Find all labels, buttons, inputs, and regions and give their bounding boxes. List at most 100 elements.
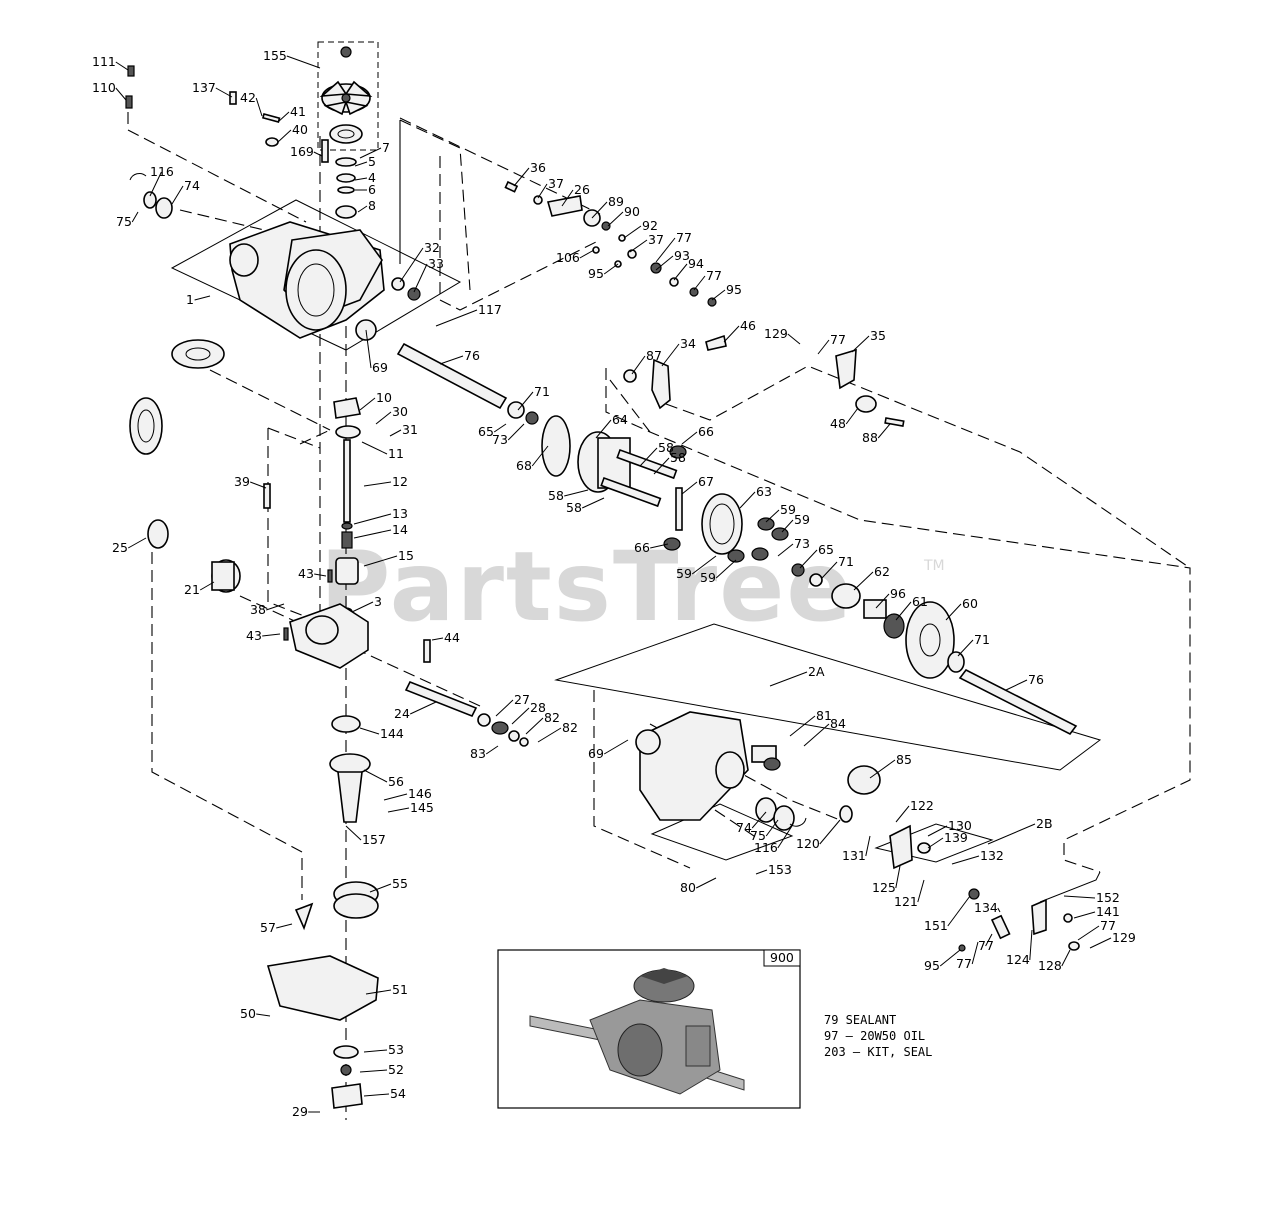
callout-c77f: 77 bbox=[956, 956, 972, 971]
callout-c75a: 75 bbox=[116, 214, 132, 229]
leader-line bbox=[869, 759, 896, 779]
callout-c152: 152 bbox=[1096, 890, 1120, 905]
callout-c155: 155 bbox=[263, 48, 287, 63]
leader-line bbox=[171, 185, 184, 205]
callout-c125: 125 bbox=[872, 880, 896, 895]
note-seal-kit: 203 — KIT, SEAL bbox=[824, 1045, 932, 1059]
leader-line bbox=[517, 391, 534, 411]
leader-line bbox=[695, 877, 717, 889]
center-section bbox=[211, 559, 431, 669]
leader-line bbox=[375, 411, 392, 425]
callout-c43b: 43 bbox=[246, 628, 262, 643]
callout-c36: 36 bbox=[530, 160, 546, 175]
callout-c89: 89 bbox=[608, 194, 624, 209]
callout-c25: 25 bbox=[112, 540, 128, 555]
callout-c71c: 71 bbox=[974, 632, 990, 647]
callout-c110: 110 bbox=[92, 80, 116, 95]
callout-c69a: 69 bbox=[372, 360, 388, 375]
leader-line bbox=[564, 489, 589, 497]
leader-line bbox=[629, 239, 648, 253]
callout-c59c: 59 bbox=[676, 566, 692, 581]
upper-housing bbox=[229, 221, 385, 339]
callout-c129a: 129 bbox=[764, 326, 788, 341]
callout-c4: 4 bbox=[368, 170, 376, 185]
callout-c71b: 71 bbox=[838, 554, 854, 569]
callout-c71a: 71 bbox=[534, 384, 550, 399]
leader-line bbox=[691, 555, 717, 575]
callout-c77a: 77 bbox=[676, 230, 692, 245]
callout-c76b: 76 bbox=[1028, 672, 1044, 687]
leader-line bbox=[603, 263, 619, 275]
leader-line bbox=[353, 513, 392, 525]
callout-c52: 52 bbox=[388, 1062, 404, 1077]
callout-c42: 42 bbox=[240, 90, 256, 105]
callout-c131: 131 bbox=[842, 848, 866, 863]
callout-c50: 50 bbox=[240, 1006, 256, 1021]
leader-line bbox=[537, 727, 562, 743]
callout-c53: 53 bbox=[388, 1042, 404, 1057]
leader-line bbox=[127, 537, 147, 549]
leader-line bbox=[351, 601, 374, 613]
leader-line bbox=[650, 543, 669, 549]
leader-line bbox=[723, 325, 740, 343]
leader-line bbox=[607, 211, 624, 227]
callout-c61: 61 bbox=[912, 594, 928, 609]
leader-line bbox=[787, 333, 801, 345]
leader-line bbox=[927, 837, 944, 849]
callout-c144: 144 bbox=[380, 726, 404, 741]
leader-line bbox=[789, 715, 816, 737]
leader-line bbox=[957, 639, 974, 657]
callout-c8: 8 bbox=[368, 198, 376, 213]
leader-line bbox=[363, 555, 398, 567]
leader-line bbox=[363, 1049, 388, 1053]
callout-c146: 146 bbox=[408, 786, 432, 801]
leader-line bbox=[765, 509, 780, 523]
differential bbox=[507, 401, 965, 679]
leader-line bbox=[655, 255, 674, 271]
leader-line bbox=[845, 407, 859, 425]
callout-c40: 40 bbox=[292, 122, 308, 137]
callout-c51: 51 bbox=[392, 982, 408, 997]
leader-line bbox=[591, 201, 608, 219]
input-shaft-stack bbox=[321, 139, 361, 617]
callout-c84: 84 bbox=[830, 716, 846, 731]
leader-line bbox=[363, 769, 388, 783]
leader-line bbox=[439, 355, 464, 365]
bearings-left bbox=[129, 172, 225, 549]
callout-c94: 94 bbox=[688, 256, 704, 271]
leader-line bbox=[803, 723, 830, 747]
lower-housing bbox=[635, 711, 781, 821]
axle-upper bbox=[396, 342, 508, 410]
callout-c169: 169 bbox=[290, 144, 314, 159]
leader-line bbox=[623, 225, 642, 239]
callout-c67: 67 bbox=[698, 474, 714, 489]
callout-c145: 145 bbox=[410, 800, 434, 815]
callout-c31: 31 bbox=[402, 422, 418, 437]
callout-c95b: 95 bbox=[726, 282, 742, 297]
callout-c76a: 76 bbox=[464, 348, 480, 363]
leader-line bbox=[277, 111, 290, 123]
leader-line bbox=[409, 701, 437, 715]
inset-label: 900 bbox=[770, 950, 794, 965]
inset-box: 900 bbox=[497, 949, 801, 1109]
callout-c122: 122 bbox=[910, 798, 934, 813]
leader-line bbox=[363, 1093, 390, 1097]
pump-shaft bbox=[329, 680, 529, 919]
callout-c27: 27 bbox=[514, 692, 530, 707]
callout-c80: 80 bbox=[680, 880, 696, 895]
leader-line bbox=[581, 497, 605, 509]
callout-c13: 13 bbox=[392, 506, 408, 521]
leader-line bbox=[631, 355, 646, 375]
watermark-trademark: TM bbox=[923, 558, 945, 574]
leader-line bbox=[389, 429, 402, 437]
leader-line bbox=[947, 895, 971, 927]
callout-c58a: 58 bbox=[658, 440, 674, 455]
callout-c32: 32 bbox=[424, 240, 440, 255]
callout-c37a: 37 bbox=[548, 176, 564, 191]
callout-c37b: 37 bbox=[648, 232, 664, 247]
callout-c134: 134 bbox=[974, 900, 998, 915]
leader-line bbox=[431, 637, 444, 641]
leader-line bbox=[751, 811, 767, 829]
leader-line bbox=[276, 923, 293, 929]
